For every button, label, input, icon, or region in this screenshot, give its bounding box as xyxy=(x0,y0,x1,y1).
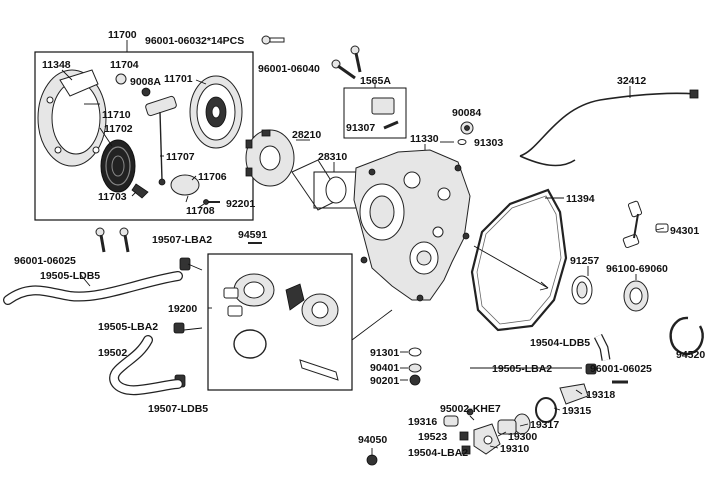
label-94591: 94591 xyxy=(238,229,267,241)
label-11703: 11703 xyxy=(98,191,127,203)
spring-11702 xyxy=(100,139,136,193)
label-94301: 94301 xyxy=(670,225,699,237)
label-11348: 11348 xyxy=(42,59,71,71)
label-19505-LDB5: 19505-LDB5 xyxy=(40,270,100,282)
label-19505-LBA2-right: 19505-LBA2 xyxy=(492,363,552,375)
pulley-11701 xyxy=(189,75,243,149)
label-96001-06032: 96001-06032*14PCS xyxy=(145,35,244,47)
sensor-1565A xyxy=(371,97,395,115)
label-9008A: 9008A xyxy=(130,76,161,88)
label-91307: 91307 xyxy=(346,122,375,134)
nut-90201 xyxy=(409,374,421,386)
label-96001-06040: 96001-06040 xyxy=(258,63,320,75)
leader-lines xyxy=(79,103,665,449)
label-11706: 11706 xyxy=(198,171,227,183)
label-19502: 19502 xyxy=(98,347,127,359)
bolts-96001-06025 xyxy=(95,227,130,253)
group-box-11700 xyxy=(34,51,254,221)
label-95002-KHE7: 95002-KHE7 xyxy=(440,403,501,415)
label-90201: 90201 xyxy=(370,375,399,387)
label-91303: 91303 xyxy=(474,137,503,149)
label-19200: 19200 xyxy=(168,303,197,315)
label-19505-LBA2-left: 19505-LBA2 xyxy=(98,321,158,333)
label-11394: 11394 xyxy=(566,193,595,205)
ratchet-11706 xyxy=(170,174,200,196)
label-19504-LBA2: 19504-LBA2 xyxy=(408,447,468,459)
label-28310: 28310 xyxy=(318,151,347,163)
label-1565A: 1565A xyxy=(360,75,391,87)
bolt-95002-KHE7 xyxy=(466,408,474,416)
label-19300: 19300 xyxy=(508,431,537,443)
label-91301: 91301 xyxy=(370,347,399,359)
label-19507-LBA2: 19507-LBA2 xyxy=(152,234,212,246)
dowel-pins-94301 xyxy=(622,200,669,249)
label-11704: 11704 xyxy=(110,59,139,71)
label-19523: 19523 xyxy=(418,431,447,443)
label-19507-LDB5: 19507-LDB5 xyxy=(148,403,208,415)
nut-11704 xyxy=(115,73,127,85)
label-19317: 19317 xyxy=(530,419,559,431)
label-11702: 11702 xyxy=(104,123,133,135)
clamp-19505-LBA2 xyxy=(173,322,185,334)
seal-19316 xyxy=(443,415,459,427)
label-96001-06025-left: 96001-06025 xyxy=(14,255,76,267)
label-90401: 90401 xyxy=(370,362,399,374)
screw-9008A xyxy=(141,87,151,97)
label-32412: 32412 xyxy=(617,75,646,87)
label-19504-LDB5: 19504-LDB5 xyxy=(530,337,590,349)
part-labels: 11700 96001-06032*14PCS 11348 11704 9008… xyxy=(14,29,705,459)
label-96100-69060: 96100-69060 xyxy=(606,263,668,275)
label-94520: 94520 xyxy=(676,349,705,361)
group-box-19200 xyxy=(207,253,353,391)
bolt-96001-06032 xyxy=(261,35,285,45)
label-90084: 90084 xyxy=(452,107,481,119)
label-11710: 11710 xyxy=(102,109,131,121)
crankcase-cover-11330 xyxy=(353,149,471,302)
label-19310: 19310 xyxy=(500,443,529,455)
label-11707: 11707 xyxy=(166,151,195,163)
label-19315: 19315 xyxy=(562,405,591,417)
clamp-19523 xyxy=(459,431,469,441)
label-11700: 11700 xyxy=(108,29,137,41)
cable-32412 xyxy=(519,92,697,157)
label-91257: 91257 xyxy=(570,255,599,267)
clamp-19505-LBA2-right xyxy=(585,363,597,375)
label-19318: 19318 xyxy=(586,389,615,401)
gasket-11394 xyxy=(470,188,568,332)
label-92201: 92201 xyxy=(226,198,255,210)
starter-cover-11348 xyxy=(37,69,107,167)
starter-handle-11710 xyxy=(145,95,177,186)
label-94050: 94050 xyxy=(358,434,387,446)
washer-90401 xyxy=(408,363,422,373)
label-96001-06025-right: 96001-06025 xyxy=(590,363,652,375)
clutch-housing-28210 xyxy=(245,129,295,187)
label-11708: 11708 xyxy=(186,205,215,217)
bolt-94050 xyxy=(366,454,378,466)
bolts-96001-06040 xyxy=(331,45,362,80)
label-19316: 19316 xyxy=(408,416,437,428)
clamp-19504-LBA2 xyxy=(461,445,471,455)
bearing-28310 xyxy=(325,176,347,204)
oring-91307 xyxy=(383,120,399,130)
label-11701: 11701 xyxy=(164,73,193,85)
pawl-11703 xyxy=(131,183,149,199)
clamp-19507-LBA2 xyxy=(179,257,191,271)
washer-91303 xyxy=(457,139,467,145)
label-28210: 28210 xyxy=(292,129,321,141)
label-11330: 11330 xyxy=(410,133,439,145)
water-pump-19200 xyxy=(223,273,339,381)
circlip-94520 xyxy=(669,316,704,356)
oring-91301 xyxy=(408,347,422,357)
